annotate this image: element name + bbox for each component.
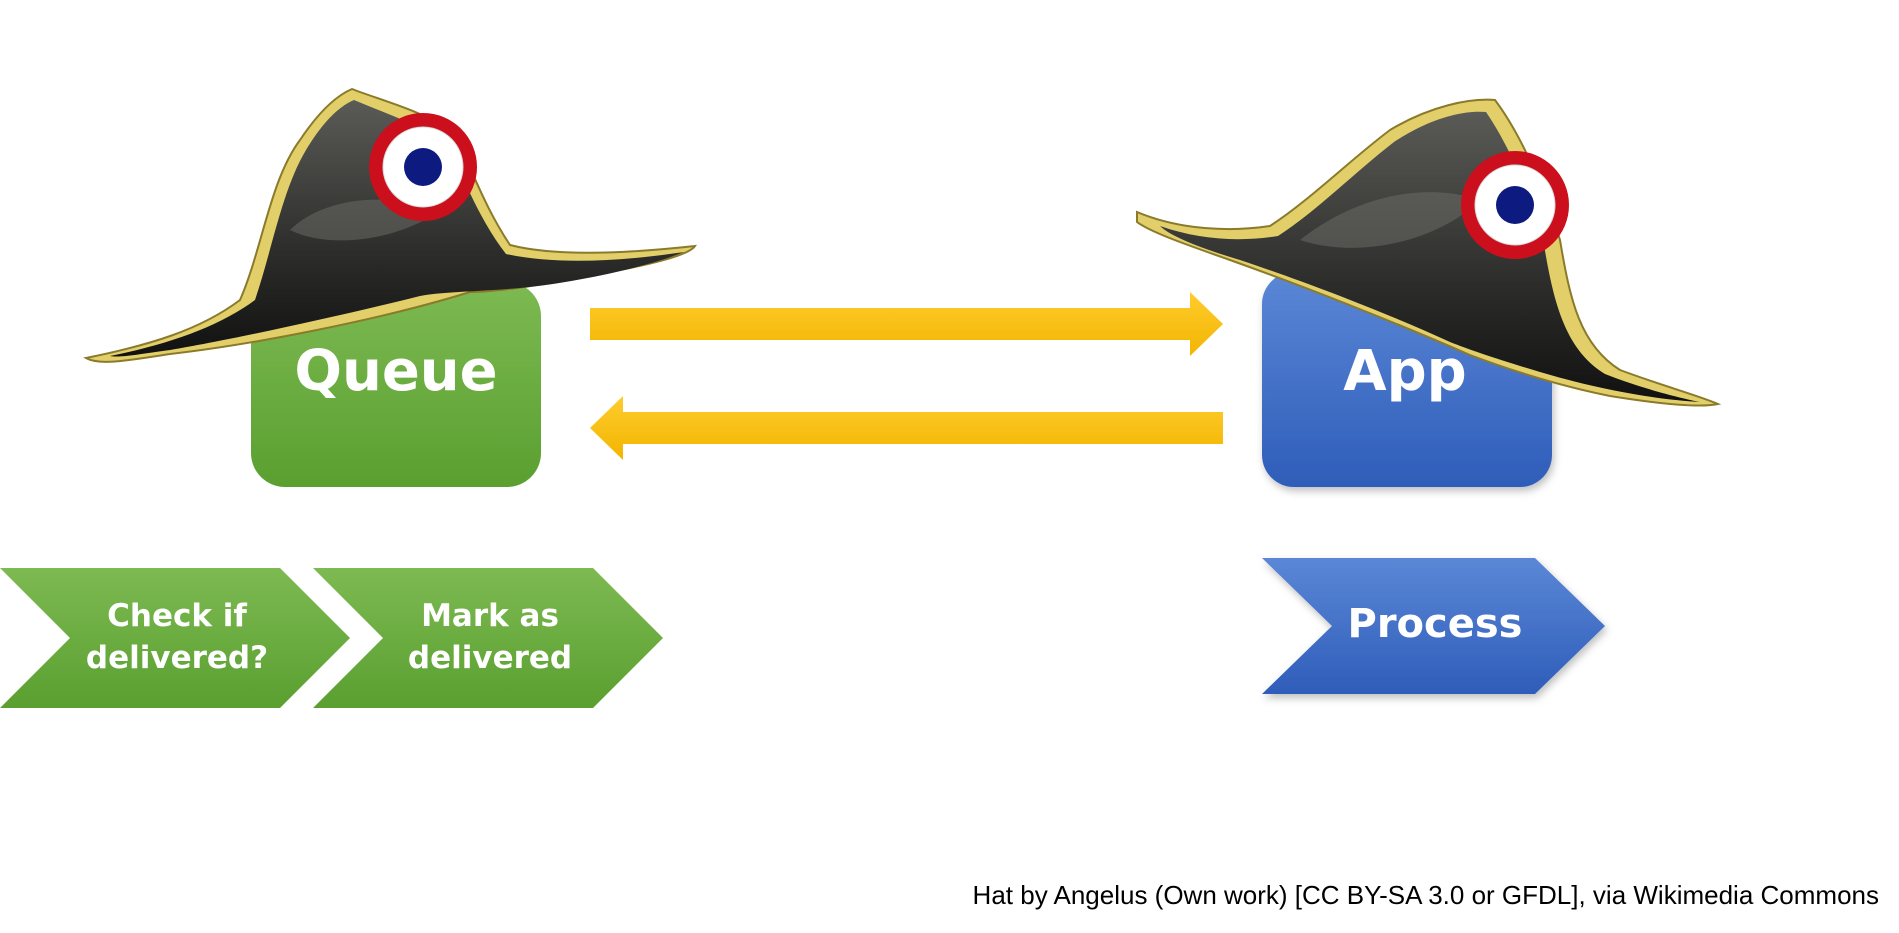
app-cockade-icon [1461,151,1569,259]
queue-step-mark: Mark as delivered [313,568,663,708]
app-hat-icon [1136,98,1722,407]
app-label: App [1343,339,1467,404]
queue-node: Queue [251,282,541,487]
app-step-process: Process [1262,558,1605,694]
queue-step-check: Check if delivered? [0,568,350,708]
queue-step-check-line1: Check if [107,598,247,634]
image-credit: Hat by Angelus (Own work) [CC BY-SA 3.0 … [972,880,1879,910]
queue-box [251,282,541,487]
queue-hat-icon [83,87,697,363]
queue-step-mark-line1: Mark as [421,598,559,634]
arrow-queue-to-app [590,292,1223,356]
arrow-app-to-queue [590,396,1223,460]
queue-label: Queue [294,339,497,404]
queue-step-mark-line2: delivered [408,640,572,676]
queue-cockade-icon [369,113,477,221]
app-step-process-label: Process [1348,601,1523,647]
queue-step-check-line2: delivered? [86,640,268,676]
